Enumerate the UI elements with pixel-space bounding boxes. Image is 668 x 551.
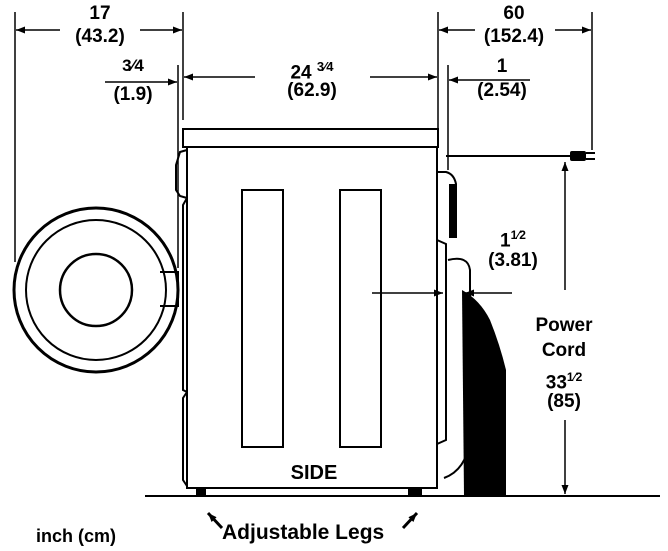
power-cord-length-cm: (85) <box>547 391 581 412</box>
dim-door-gap-cm: (1.9) <box>113 84 153 105</box>
dim-cord-reach-cm: (152.4) <box>483 26 545 47</box>
dim-cabinet-depth-cm: (62.9) <box>287 80 337 101</box>
legs-arrows <box>206 511 419 530</box>
dim-door-depth-cm: (43.2) <box>75 26 125 47</box>
vent-duct <box>443 257 506 496</box>
dim-door-gap-in: 3⁄4 <box>122 56 144 75</box>
dim-back-clearance-cm: (2.54) <box>477 80 527 101</box>
dim-cord-reach <box>439 12 593 150</box>
side-label: SIDE <box>290 462 338 484</box>
adjustable-legs-label: Adjustable Legs <box>222 521 385 544</box>
power-cord-length-whole: 33 <box>545 372 567 394</box>
door-circle <box>12 206 180 374</box>
dim-cabinet-depth-in: 24 3⁄4 <box>290 56 333 84</box>
dim-back-clearance-in: 1 <box>496 56 508 77</box>
power-cord-length-in: 331⁄2 <box>546 366 583 394</box>
power-cord <box>446 151 595 161</box>
dryer-cabinet <box>175 128 439 496</box>
dim-door-gap <box>105 65 179 268</box>
power-cord-label-2: Cord <box>541 340 587 361</box>
power-cord-label-1: Power <box>535 315 593 336</box>
dim-cord-reach-in: 60 <box>503 3 525 24</box>
power-cord-length-frac: 1⁄2 <box>566 370 583 384</box>
dim-wall-gap-cm: (3.81) <box>488 250 538 271</box>
units-label: inch (cm) <box>36 526 117 546</box>
rear-hookup <box>436 171 457 445</box>
dim-wall-gap-in: 11⁄2 <box>500 224 526 252</box>
dim-wall-gap-frac: 1⁄2 <box>510 228 526 242</box>
dim-wall-gap-whole: 1 <box>500 230 511 252</box>
dim-cabinet-depth-whole: 24 <box>290 62 312 84</box>
dim-door-depth-in: 17 <box>89 3 111 24</box>
dim-door-depth <box>14 12 184 262</box>
dim-back-clearance <box>447 65 530 170</box>
dim-cabinet-depth <box>184 12 439 128</box>
dim-cabinet-depth-frac: 3⁄4 <box>316 59 334 74</box>
